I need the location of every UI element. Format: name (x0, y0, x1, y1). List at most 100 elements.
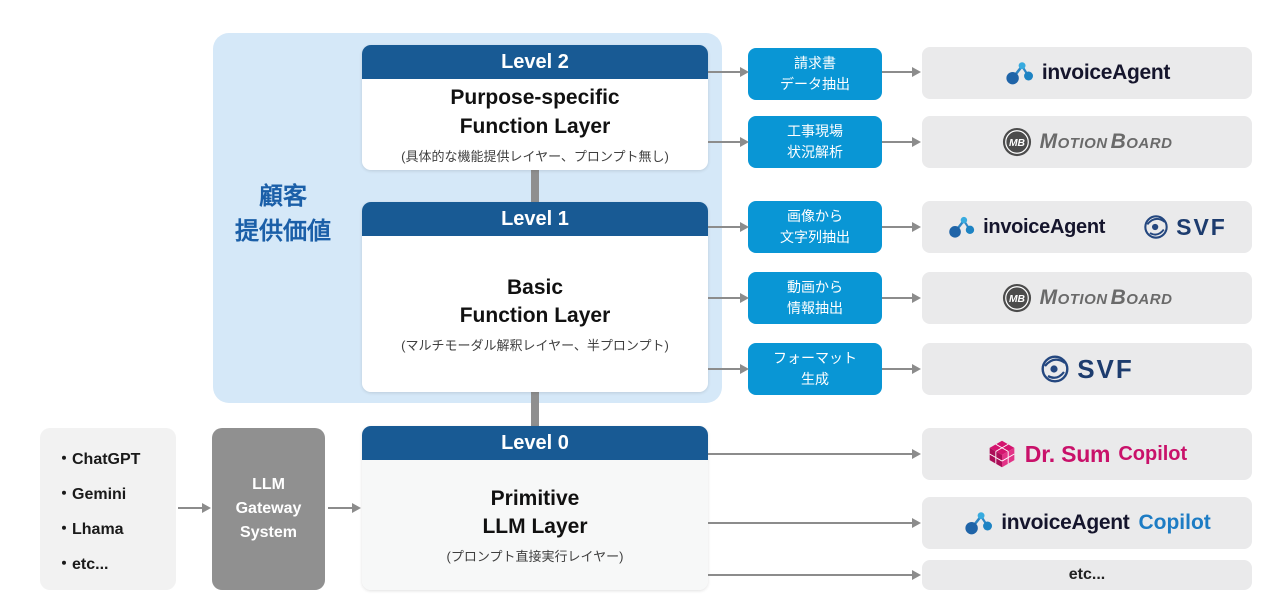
llm-source-chatgpt: ・ChatGPT (56, 450, 141, 468)
level1-body: Basic Function Layer (マルチモーダル解釈レイヤー、半プロン… (362, 236, 708, 392)
arrow-level0-to-drsum-copilot (708, 449, 921, 459)
level2-title: Purpose-specific Function Layer (450, 84, 619, 141)
level0-subtitle: (プロンプト直接実行レイヤー) (446, 549, 624, 565)
function-box-line: フォーマット (773, 350, 857, 366)
function-box-video-to-info: 動画から 情報抽出 (748, 272, 882, 324)
function-box-line: データ抽出 (780, 76, 850, 92)
connector-level1-level0 (531, 392, 539, 426)
customer-value-label: 顧客 提供価値 (215, 180, 351, 250)
svf-wordmark: SVF (1077, 353, 1134, 384)
drsum-copilot-label: Copilot (1118, 442, 1188, 465)
function-box-image-to-text: 画像から 文字列抽出 (748, 201, 882, 253)
level2-header: Level 2 (362, 45, 708, 79)
arrow-level2-to-invoice-extract (708, 67, 749, 77)
arrow-image-to-text-to-invoiceagent-svf (882, 222, 921, 232)
llm-sources-box: ・ChatGPT ・Gemini ・Lhama ・etc... (40, 428, 176, 590)
llm-source-etc: ・etc... (56, 555, 109, 573)
arrow-level1-to-video-to-info (708, 293, 749, 303)
arrow-gateway-to-level0 (328, 503, 361, 513)
svf-wordmark: SVF (1176, 213, 1227, 240)
motionboard-badge-text: MB (1009, 138, 1026, 149)
drsum-cube-icon (989, 440, 1015, 468)
invoiceagent-copilot-label: Copilot (1138, 511, 1211, 534)
level0-title-line1: Primitive (490, 486, 580, 510)
product-box-invoiceagent-svf: invoiceAgent SVF (922, 201, 1252, 253)
llm-source-lhama: ・Lhama (56, 520, 124, 538)
customer-value-line2: 提供価値 (235, 217, 331, 245)
level1-title: Basic Function Layer (460, 274, 611, 331)
level0-title-line2: LLM Layer (482, 515, 588, 538)
function-box-invoice-extract: 請求書 データ抽出 (748, 48, 882, 100)
arrow-level0-to-etc (708, 570, 921, 580)
motionboard-oard: OARD (1126, 291, 1173, 308)
svf-logo: SVF (1040, 354, 1134, 385)
product-box-invoiceagent-copilot: invoiceAgent Copilot (922, 497, 1252, 549)
function-box-line: 請求書 (794, 55, 836, 71)
gateway-line3: System (240, 524, 297, 541)
product-box-invoiceagent: invoiceAgent (922, 47, 1252, 99)
motionboard-b: B (1110, 130, 1127, 153)
product-box-svf: SVF (922, 343, 1252, 395)
motionboard-oard: OARD (1126, 135, 1173, 152)
function-box-line: 情報抽出 (787, 300, 843, 316)
connector-level2-level1 (531, 170, 539, 202)
invoiceagent-icon (949, 216, 975, 238)
level1-title-line2: Function Layer (459, 304, 611, 327)
arrow-invoice-extract-to-invoiceagent (882, 67, 921, 77)
arrow-site-analysis-to-motionboard (882, 137, 921, 147)
invoiceagent-wordmark: invoiceAgent (983, 215, 1106, 238)
invoiceagent-icon (965, 512, 993, 535)
arrow-format-generation-to-svf (882, 364, 921, 374)
motionboard-b: B (1110, 286, 1127, 309)
level1-title-line1: Basic (506, 275, 564, 299)
function-box-line: 状況解析 (787, 144, 843, 160)
level2-title-line1: Purpose-specific (450, 86, 620, 110)
function-box-format-generation: フォーマット 生成 (748, 343, 882, 395)
llm-source-gemini: ・Gemini (56, 485, 127, 503)
arrow-level0-to-invoiceagent-copilot (708, 518, 921, 528)
function-box-line: 画像から (787, 208, 843, 224)
gateway-line2: Gateway (235, 500, 302, 517)
invoiceagent-logo: invoiceAgent (1004, 59, 1170, 87)
customer-value-line1: 顧客 (259, 183, 307, 210)
drsum-copilot-logo: Dr. Sum Copilot (987, 439, 1187, 469)
arrow-level2-to-site-analysis (708, 137, 749, 147)
level0-body: Primitive LLM Layer (プロンプト直接実行レイヤー) (362, 460, 708, 590)
function-box-site-analysis: 工事現場 状況解析 (748, 116, 882, 168)
function-box-line: 文字列抽出 (780, 229, 850, 245)
arrow-video-to-info-to-motionboard (882, 293, 921, 303)
etc-label: etc... (1068, 566, 1106, 583)
function-box-line: 生成 (801, 371, 829, 387)
level1-box: Level 1 Basic Function Layer (マルチモーダル解釈レ… (362, 202, 708, 392)
invoiceagent-logo: invoiceAgent Copilot (963, 509, 1211, 537)
arrow-level1-to-image-to-text (708, 222, 749, 232)
level2-title-line2: Function Layer (459, 114, 611, 138)
arrow-level1-to-format-generation (708, 364, 749, 374)
function-box-line: 動画から (787, 279, 843, 295)
invoiceagent-icon (1006, 62, 1033, 85)
gateway-line1: LLM (252, 476, 285, 493)
level2-box: Level 2 Purpose-specific Function Layer … (362, 45, 708, 170)
level2-body: Purpose-specific Function Layer (具体的な機能提… (362, 79, 708, 170)
level0-header: Level 0 (362, 426, 708, 460)
level0-box: Level 0 Primitive LLM Layer (プロンプト直接実行レイ… (362, 426, 708, 590)
drsum-wordmark: Dr. Sum (1024, 440, 1111, 467)
level1-header: Level 1 (362, 202, 708, 236)
motionboard-otion: OTION (1057, 135, 1108, 152)
svf-logo: SVF (1143, 214, 1227, 241)
motionboard-otion: OTION (1057, 291, 1108, 308)
product-box-etc: etc... (922, 560, 1252, 590)
level1-subtitle: (マルチモーダル解釈レイヤー、半プロンプト) (401, 338, 669, 354)
svf-icon (1144, 215, 1168, 239)
motionboard-m: M (1039, 130, 1058, 153)
llm-gateway-box: LLM Gateway System (212, 428, 325, 590)
level0-title: Primitive LLM Layer (482, 485, 587, 542)
motionboard-m: M (1039, 286, 1058, 309)
invoiceagent-wordmark: invoiceAgent (1041, 61, 1171, 84)
arrow-sources-to-gateway (178, 503, 211, 513)
